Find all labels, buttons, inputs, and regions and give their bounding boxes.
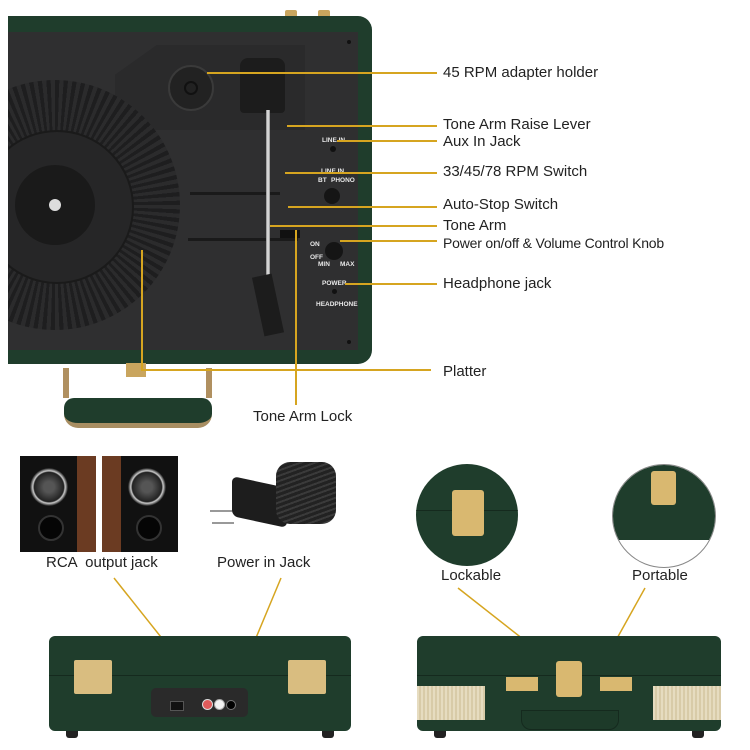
callout-line — [340, 240, 437, 242]
callout-platter: Platter — [443, 363, 487, 380]
hinge — [74, 660, 112, 694]
panel-line-in: LINE IN — [322, 137, 346, 144]
speaker-woofer — [30, 468, 68, 506]
latch — [651, 471, 676, 505]
handle-hinge — [63, 368, 69, 398]
tone-arm-tube — [266, 110, 270, 280]
rca-jack-white[interactable] — [214, 699, 225, 710]
callout-line — [285, 172, 437, 174]
foot — [692, 731, 704, 738]
spindle — [49, 199, 61, 211]
portable-detail-circle — [612, 464, 716, 568]
latch — [452, 490, 484, 536]
callout-vline — [295, 230, 297, 405]
volume-knob[interactable] — [325, 242, 343, 260]
panel-max: MAX — [340, 261, 355, 268]
panel-min: MIN — [318, 261, 330, 268]
speaker-port — [136, 515, 162, 541]
rpm-knob[interactable] — [324, 188, 340, 204]
speaker-woofer — [128, 468, 166, 506]
callout-line — [337, 140, 437, 142]
deck-plate — [8, 32, 358, 350]
speaker-port — [38, 515, 64, 541]
tone-arm-lock — [280, 230, 300, 238]
lock-caption: Lockable — [441, 567, 502, 584]
top-hinge — [285, 10, 297, 18]
handle-bracket — [600, 677, 632, 691]
handle-bracket — [506, 677, 538, 691]
portable-caption: Portable — [632, 567, 688, 584]
foot — [434, 731, 446, 738]
carry-handle — [64, 398, 212, 428]
dc-power-jack[interactable] — [226, 700, 236, 710]
front-latch[interactable] — [556, 661, 582, 697]
callout-adapter-holder: 45 RPM adapter holder — [443, 64, 599, 81]
usb-port[interactable] — [170, 701, 184, 711]
callout-tone-arm-lock: Tone Arm Lock — [253, 408, 353, 425]
back-view-seam — [49, 675, 351, 676]
tone-arm-head — [240, 58, 285, 113]
callout-rpm-switch: 33/45/78 RPM Switch — [443, 163, 588, 180]
screw — [347, 40, 351, 44]
rca-jack-red[interactable] — [202, 699, 213, 710]
panel-headphone: HEADPHONE — [316, 301, 358, 308]
callout-aux-in: Aux In Jack — [443, 133, 521, 150]
callout-raise-lever: Tone Arm Raise Lever — [443, 116, 591, 133]
power-cable-coil — [276, 462, 336, 524]
speakers-caption: RCA output jack — [46, 554, 158, 571]
callout-line — [207, 72, 437, 74]
deck-slot — [190, 192, 280, 195]
power-plug-pin — [212, 522, 234, 524]
screw — [347, 340, 351, 344]
handle-hinge — [206, 368, 212, 398]
front-handle[interactable] — [521, 710, 619, 730]
callout-line — [287, 125, 437, 127]
panel-off: OFF — [310, 254, 323, 261]
callout-line — [288, 206, 437, 208]
panel-power: POWER — [322, 280, 347, 287]
panel-switch-line-in: LINE IN — [321, 168, 344, 175]
hinge — [288, 660, 326, 694]
deck-slot — [188, 238, 298, 241]
callout-line — [345, 283, 437, 285]
panel-on: ON — [310, 241, 320, 248]
callout-tone-arm: Tone Arm — [443, 217, 507, 234]
turntable-top-view: LINE IN LINE IN BT PHONO ON OFF MIN MAX … — [8, 10, 664, 428]
panel-phono: PHONO — [331, 177, 355, 184]
power-caption: Power in Jack — [217, 554, 311, 571]
foot — [322, 731, 334, 738]
callout-auto-stop: Auto-Stop Switch — [443, 196, 559, 213]
power-plug-pin — [210, 510, 232, 512]
adapter-spindle — [184, 81, 198, 95]
callout-volume-knob: Power on/off & Volume Control Knob — [443, 235, 664, 251]
lock-detail-circle — [416, 464, 518, 566]
callout-line — [270, 225, 437, 227]
aux-jack[interactable] — [330, 146, 336, 152]
speaker-grille — [417, 686, 485, 720]
callout-headphone-jack: Headphone jack — [443, 275, 552, 292]
headphone-jack[interactable] — [332, 289, 337, 294]
callout-vline — [141, 250, 143, 370]
speaker-grille — [653, 686, 721, 720]
tone-arm-cartridge — [251, 273, 285, 337]
panel-bt: BT — [318, 177, 327, 184]
foot — [66, 731, 78, 738]
top-hinge — [318, 10, 330, 18]
callout-line — [141, 369, 431, 371]
